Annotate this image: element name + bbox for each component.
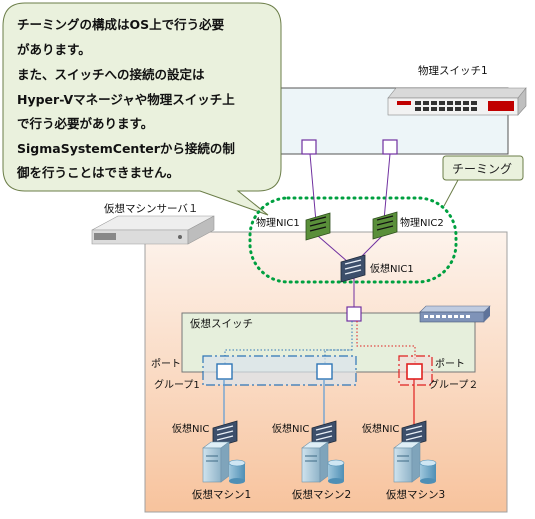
vm2: 仮想NIC 仮想マシン2 — [272, 420, 351, 501]
port-group1-link — [224, 321, 353, 365]
vm3-name: 仮想マシン3 — [386, 488, 445, 501]
svg-text:SigmaSystemCenterから接続の制: SigmaSystemCenterから接続の制 — [17, 141, 235, 156]
physical-switch-icon — [387, 87, 527, 116]
svg-text:があります。: があります。 — [17, 42, 91, 57]
vm2-nic-icon — [311, 420, 337, 449]
physical-nic2-icon — [372, 211, 398, 240]
port-group1-label-line2: グループ1 — [154, 378, 200, 391]
vm1-server-icon — [202, 441, 246, 484]
physical-switch-port — [382, 139, 398, 155]
port-group1-port — [216, 363, 233, 380]
svg-text:で行う必要があります。: で行う必要があります。 — [17, 116, 153, 131]
teaming-group-outline — [248, 196, 458, 284]
vm3-nic-icon — [401, 420, 427, 449]
vm3: 仮想NIC 仮想マシン3 — [362, 420, 445, 501]
vm1-nic-label: 仮想NIC — [172, 422, 209, 435]
vm3-nic-label: 仮想NIC — [362, 422, 399, 435]
vm1-name: 仮想マシン1 — [192, 488, 251, 501]
port-group2-port — [406, 363, 423, 380]
vm3-server-icon — [393, 441, 437, 484]
teaming-label-connector — [443, 179, 459, 207]
port-group1-label-line1: ポート — [151, 358, 181, 370]
physical-nic1-label: 物理NIC1 — [256, 216, 300, 229]
teaming-label: チーミング — [452, 162, 512, 176]
svg-text:Hyper-Vマネージャや物理スイッチ上: Hyper-Vマネージャや物理スイッチ上 — [17, 92, 235, 107]
physical-switch-port — [301, 139, 317, 155]
virtual-switch-label: 仮想スイッチ — [190, 317, 253, 330]
virtual-nic1-label: 仮想NIC1 — [370, 262, 414, 275]
virtual-switch-icon — [419, 305, 491, 323]
physical-nic1-icon — [305, 212, 331, 241]
port-group2-label-line2: グループ２ — [429, 378, 478, 391]
port-group2-label-line1: ポート — [435, 358, 465, 370]
vm2-name: 仮想マシン2 — [292, 488, 351, 501]
virtual-switch-uplink-port — [346, 306, 362, 322]
vm1: 仮想NIC 仮想マシン1 — [172, 420, 251, 501]
vm2-server-icon — [301, 441, 345, 484]
svg-text:また、スイッチへの接続の設定は: また、スイッチへの接続の設定は — [17, 67, 205, 82]
physical-switch-label: 物理スイッチ1 — [418, 64, 488, 77]
virtual-nic1-icon — [340, 254, 366, 283]
server-icon — [91, 215, 215, 245]
svg-text:チーミングの構成はOS上で行う必要: チーミングの構成はOS上で行う必要 — [17, 17, 225, 32]
vm1-nic-icon — [212, 420, 238, 449]
callout-bubble — [2, 2, 282, 216]
port-group1-port — [316, 363, 333, 380]
callout-text: チーミングの構成はOS上で行う必要 があります。 また、スイッチへの接続の設定は… — [16, 17, 235, 180]
port-group2-link — [356, 321, 416, 364]
server-label: 仮想マシンサーバ１ — [104, 202, 198, 215]
physical-nic2-label: 物理NIC2 — [400, 216, 444, 229]
vm2-nic-label: 仮想NIC — [272, 422, 309, 435]
teaming-label-box — [442, 155, 524, 181]
svg-text:御を行うことはできません。: 御を行うことはできません。 — [16, 165, 179, 180]
